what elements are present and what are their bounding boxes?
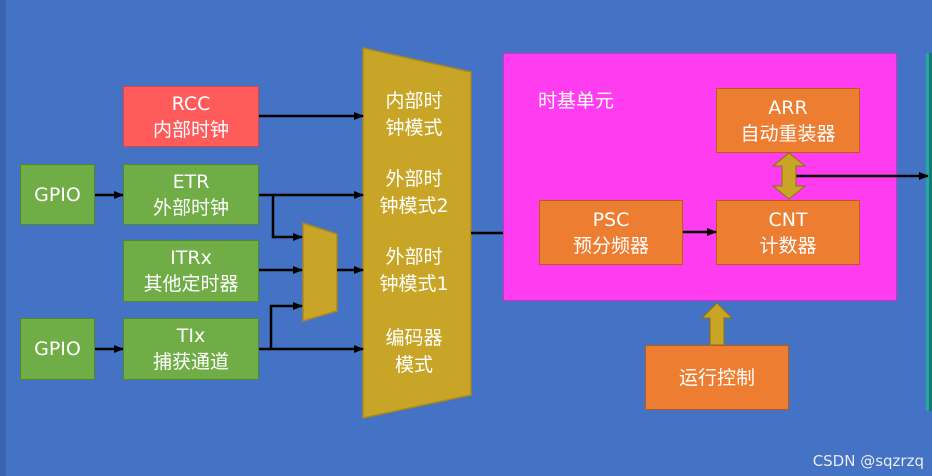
rcc-label: RCC	[171, 92, 211, 115]
clock-mode-mux	[362, 47, 472, 419]
etr-label: ETR	[172, 170, 210, 193]
psc-label: PSC	[592, 208, 630, 231]
gpio-box-top: GPIO	[20, 164, 95, 225]
small-selector-mux	[302, 221, 338, 323]
tix-sublabel: 捕获通道	[152, 351, 229, 373]
mode-encoder-line1: 编码器	[385, 327, 443, 349]
arr-box: ARR 自动重装器	[716, 88, 860, 153]
gpio-bottom-label: GPIO	[34, 338, 81, 360]
arrow-tix-smallmux	[269, 302, 303, 349]
mode-encoder-line2: 模式	[394, 354, 433, 376]
mode-external1-line2: 钟模式1	[379, 273, 449, 295]
cnt-box: CNT 计数器	[716, 200, 860, 265]
mode-encoder: 编码器 模式	[364, 325, 464, 379]
gpio-top-label: GPIO	[34, 183, 81, 206]
mode-external2-line1: 外部时	[385, 168, 443, 190]
etr-sublabel: 外部时钟	[152, 196, 229, 219]
run-control-box: 运行控制	[645, 345, 789, 410]
tix-label: TIx	[176, 325, 206, 347]
gpio-box-bottom: GPIO	[20, 318, 95, 380]
itrx-label: ITRx	[170, 247, 212, 269]
arrow-etr-smallmux	[271, 195, 303, 241]
tix-box: TIx 捕获通道	[123, 318, 259, 380]
mode-internal-clock: 内部时 钟模式	[364, 88, 464, 142]
cnt-label: CNT	[768, 208, 808, 231]
cnt-sublabel: 计数器	[759, 234, 817, 257]
arr-label: ARR	[768, 96, 808, 119]
mode-internal-line2: 钟模式	[385, 117, 443, 139]
arr-sublabel: 自动重装器	[740, 122, 836, 145]
time-base-title: 时基单元	[538, 90, 615, 112]
psc-box: PSC 预分频器	[539, 200, 683, 265]
etr-box: ETR 外部时钟	[123, 164, 259, 225]
mode-internal-line1: 内部时	[385, 90, 443, 112]
mode-external-clock-1: 外部时 钟模式1	[364, 244, 464, 298]
itrx-box: ITRx 其他定时器	[123, 240, 259, 302]
rcc-box: RCC 内部时钟	[123, 86, 259, 147]
rcc-sublabel: 内部时钟	[152, 118, 229, 141]
mode-external1-line1: 外部时	[385, 246, 443, 268]
arr-cnt-double-arrow	[771, 152, 807, 200]
psc-sublabel: 预分频器	[572, 234, 649, 257]
run-control-up-arrow	[700, 302, 734, 346]
left-edge-bar	[0, 0, 6, 476]
run-control-label: 运行控制	[678, 366, 755, 389]
mode-external2-line2: 钟模式2	[379, 195, 449, 217]
mode-external-clock-2: 外部时 钟模式2	[364, 166, 464, 220]
itrx-sublabel: 其他定时器	[143, 273, 239, 295]
csdn-watermark: CSDN @sqzrzq	[812, 452, 924, 470]
right-edge-strip-dark	[929, 53, 932, 411]
